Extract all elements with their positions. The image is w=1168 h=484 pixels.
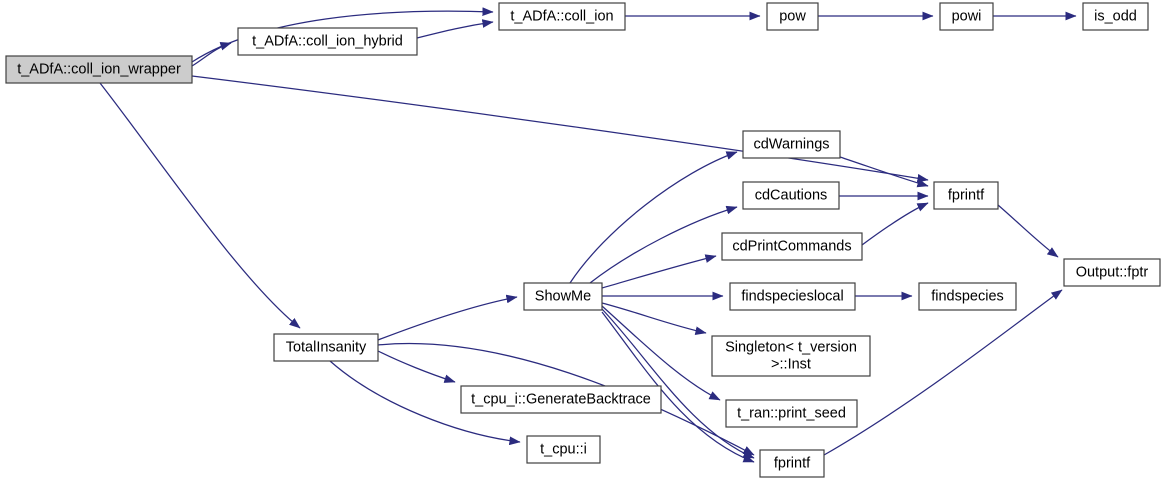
node-box-cdPrintCommands[interactable] (721, 232, 863, 261)
call-edge-ShowMe-to-t_ran_print_seed (601, 305, 721, 401)
call-edge-cdPrintCommands-to-fprintf_upper (861, 202, 929, 246)
call-edge-TotalInsanity-to-t_cpu_i (329, 360, 521, 446)
node-box-t_ran_print_seed[interactable] (725, 399, 858, 428)
node-cdPrintCommands[interactable]: cdPrintCommands (721, 232, 863, 261)
node-pow[interactable]: pow (766, 2, 819, 31)
node-t_ran_print_seed[interactable]: t_ran::print_seed (725, 399, 858, 428)
call-edge-fprintf_lower-to-Output_fptr (823, 289, 1063, 456)
call-edge-cdWarnings-to-fprintf_upper (839, 156, 929, 188)
node-Singleton[interactable]: Singleton< t_version>::Inst (711, 335, 871, 377)
node-cdCautions[interactable]: cdCautions (742, 181, 840, 210)
node-label-TotalInsanity: TotalInsanity (286, 339, 367, 355)
node-findspecies[interactable]: findspecies (918, 282, 1017, 311)
node-cdWarnings[interactable]: cdWarnings (742, 130, 841, 159)
node-fprintf_upper[interactable]: fprintf (933, 181, 999, 210)
call-edge-coll_ion_hybrid-to-coll_ion (416, 19, 494, 39)
node-box-coll_ion[interactable] (498, 2, 626, 31)
node-box-ShowMe[interactable] (523, 282, 603, 311)
node-box-cdCautions[interactable] (742, 181, 840, 210)
nodes-layer: t_ADfA::coll_ion_wrapper t_ADfA::coll_ion… (5, 2, 1161, 478)
node-label-cdPrintCommands: cdPrintCommands (732, 238, 851, 254)
node-box-coll_ion_wrapper[interactable] (5, 55, 193, 84)
call-edge-TotalInsanity-to-fprintf_lower (377, 342, 755, 456)
node-box-Output_fptr[interactable] (1063, 258, 1161, 287)
node-box-fprintf_upper[interactable] (933, 181, 999, 210)
node-GenerateBacktrace[interactable]: t_cpu_i::GenerateBacktrace (460, 385, 662, 414)
node-coll_ion[interactable]: t_ADfA::coll_ion (498, 2, 626, 31)
node-ShowMe[interactable]: ShowMe (523, 282, 603, 311)
node-label-ShowMe: ShowMe (535, 288, 591, 304)
call-edge-ShowMe-to-Singleton (601, 302, 707, 335)
node-label-coll_ion_wrapper: t_ADfA::coll_ion_wrapper (17, 61, 181, 77)
node-box-Singleton[interactable] (711, 335, 871, 377)
node-box-powi[interactable] (939, 2, 994, 31)
node-box-findspecies[interactable] (918, 282, 1017, 311)
node-box-coll_ion_hybrid[interactable] (237, 27, 418, 56)
node-coll_ion_wrapper[interactable]: t_ADfA::coll_ion_wrapper (5, 55, 193, 84)
node-label-pow: pow (779, 8, 806, 24)
node-label-coll_ion_hybrid: t_ADfA::coll_ion_hybrid (252, 33, 403, 49)
node-box-fprintf_lower[interactable] (759, 449, 825, 478)
node-label-fprintf_upper: fprintf (948, 187, 985, 203)
call-edge-fprintf_upper-to-Output_fptr (997, 204, 1059, 258)
call-edge-ShowMe-to-cdCautions (589, 205, 738, 284)
node-label-fprintf_lower: fprintf (774, 455, 811, 471)
node-coll_ion_hybrid[interactable]: t_ADfA::coll_ion_hybrid (237, 27, 418, 56)
call-edge-ShowMe-to-fprintf_lower (601, 311, 755, 463)
node-box-pow[interactable] (766, 2, 819, 31)
node-label-Output_fptr: Output::fptr (1076, 264, 1149, 280)
node-label-powi: powi (952, 8, 982, 24)
node-box-t_cpu_i[interactable] (526, 435, 601, 464)
node-box-is_odd[interactable] (1082, 2, 1149, 31)
node-label-cdCautions: cdCautions (755, 187, 828, 203)
node-box-findspecieslocal[interactable] (729, 282, 856, 311)
call-edge-ShowMe-to-cdPrintCommands (601, 254, 717, 289)
node-findspecieslocal[interactable]: findspecieslocal (729, 282, 856, 311)
node-label-t_ran_print_seed: t_ran::print_seed (737, 405, 846, 421)
call-edge-TotalInsanity-to-GenerateBacktrace (377, 350, 456, 383)
node-label-Singleton: Singleton< t_version>::Inst (725, 339, 857, 372)
call-edge-coll_ion_wrapper-to-TotalInsanity (99, 82, 301, 329)
node-fprintf_lower[interactable]: fprintf (759, 449, 825, 478)
call-edge-coll_ion_wrapper-to-fprintf_upper (191, 75, 929, 183)
node-box-TotalInsanity[interactable] (273, 333, 379, 362)
node-label-coll_ion: t_ADfA::coll_ion (510, 8, 613, 24)
edges-layer (99, 7, 1077, 463)
node-label-findspecieslocal: findspecieslocal (741, 288, 843, 304)
call-edge-ShowMe-to-fprintf_lower (601, 308, 755, 459)
node-is_odd[interactable]: is_odd (1082, 2, 1149, 31)
node-TotalInsanity[interactable]: TotalInsanity (273, 333, 379, 362)
node-t_cpu_i[interactable]: t_cpu::i (526, 435, 601, 464)
call-edge-ShowMe-to-cdWarnings (569, 151, 738, 284)
node-label-cdWarnings: cdWarnings (753, 136, 829, 152)
node-box-cdWarnings[interactable] (742, 130, 841, 159)
node-label-GenerateBacktrace: t_cpu_i::GenerateBacktrace (471, 391, 651, 407)
call-edge-coll_ion_wrapper-to-coll_ion_hybrid (191, 41, 232, 67)
node-Output_fptr[interactable]: Output::fptr (1063, 258, 1161, 287)
node-box-GenerateBacktrace[interactable] (460, 385, 662, 414)
node-label-is_odd: is_odd (1094, 8, 1137, 24)
node-powi[interactable]: powi (939, 2, 994, 31)
call-edge-TotalInsanity-to-ShowMe (377, 294, 518, 341)
node-label-t_cpu_i: t_cpu::i (540, 441, 587, 457)
node-label-findspecies: findspecies (931, 288, 1004, 304)
